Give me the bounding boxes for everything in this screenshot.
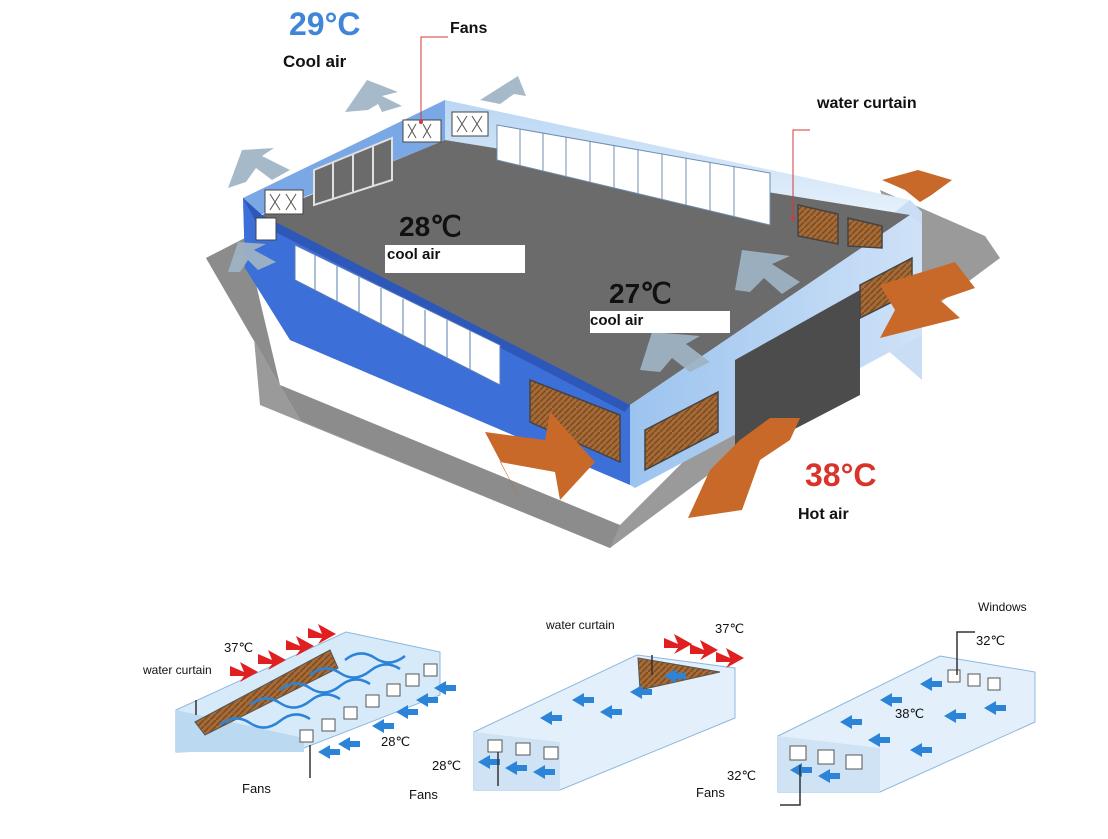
mini3-temp-outside-label: 32℃ [727, 768, 757, 783]
label-box-left [385, 245, 525, 273]
cool-air-mid-left-label: cool air [387, 246, 441, 263]
cool-air-mid-right-label: cool air [590, 312, 644, 329]
mini3-fans-label: Fans [696, 785, 725, 800]
fans-label: Fans [450, 20, 488, 37]
mini2-fans-label: Fans [409, 787, 438, 802]
mini1-temp-outside-label: 37℃ [224, 640, 254, 655]
temp-28-label: 28℃ [399, 211, 462, 242]
main-building [206, 36, 1000, 548]
mini-diagram-3 [777, 631, 1036, 806]
hot-air-label: Hot air [798, 506, 849, 523]
label-box-right [590, 311, 730, 333]
water-curtain-label: water curtain [817, 95, 917, 112]
mini2-temp-outside-label: 37℃ [715, 621, 745, 636]
temp-29-label: 29°C [289, 6, 361, 42]
mini2-temp-inside-label: 28℃ [432, 758, 462, 773]
temp-38-label: 38°C [805, 457, 877, 493]
hot-air-arrows [485, 170, 975, 518]
mini-diagram-1 [175, 624, 456, 778]
mini1-temp-inside-label: 28℃ [381, 734, 411, 749]
cool-air-arrows [228, 76, 800, 372]
cool-air-top-label: Cool air [283, 52, 347, 71]
front-windows [294, 244, 501, 386]
back-windows [496, 124, 771, 226]
front-wall-top [243, 198, 630, 412]
fan-units [255, 111, 489, 241]
mini1-water-curtain-label: water curtain [143, 663, 212, 677]
mini-diagram-2 [473, 634, 744, 791]
door [735, 290, 860, 460]
mini2-water-curtain-label: water curtain [546, 618, 615, 632]
mini3-windows-label: Windows [978, 600, 1027, 614]
mini1-fans-label: Fans [242, 781, 271, 796]
temp-27-label: 27℃ [609, 278, 672, 309]
mini3-temp-window-label: 32℃ [976, 633, 1006, 648]
gable-wall-left [243, 100, 445, 265]
leader-lines [420, 36, 810, 218]
mini3-temp-inside-label: 38℃ [895, 706, 925, 721]
